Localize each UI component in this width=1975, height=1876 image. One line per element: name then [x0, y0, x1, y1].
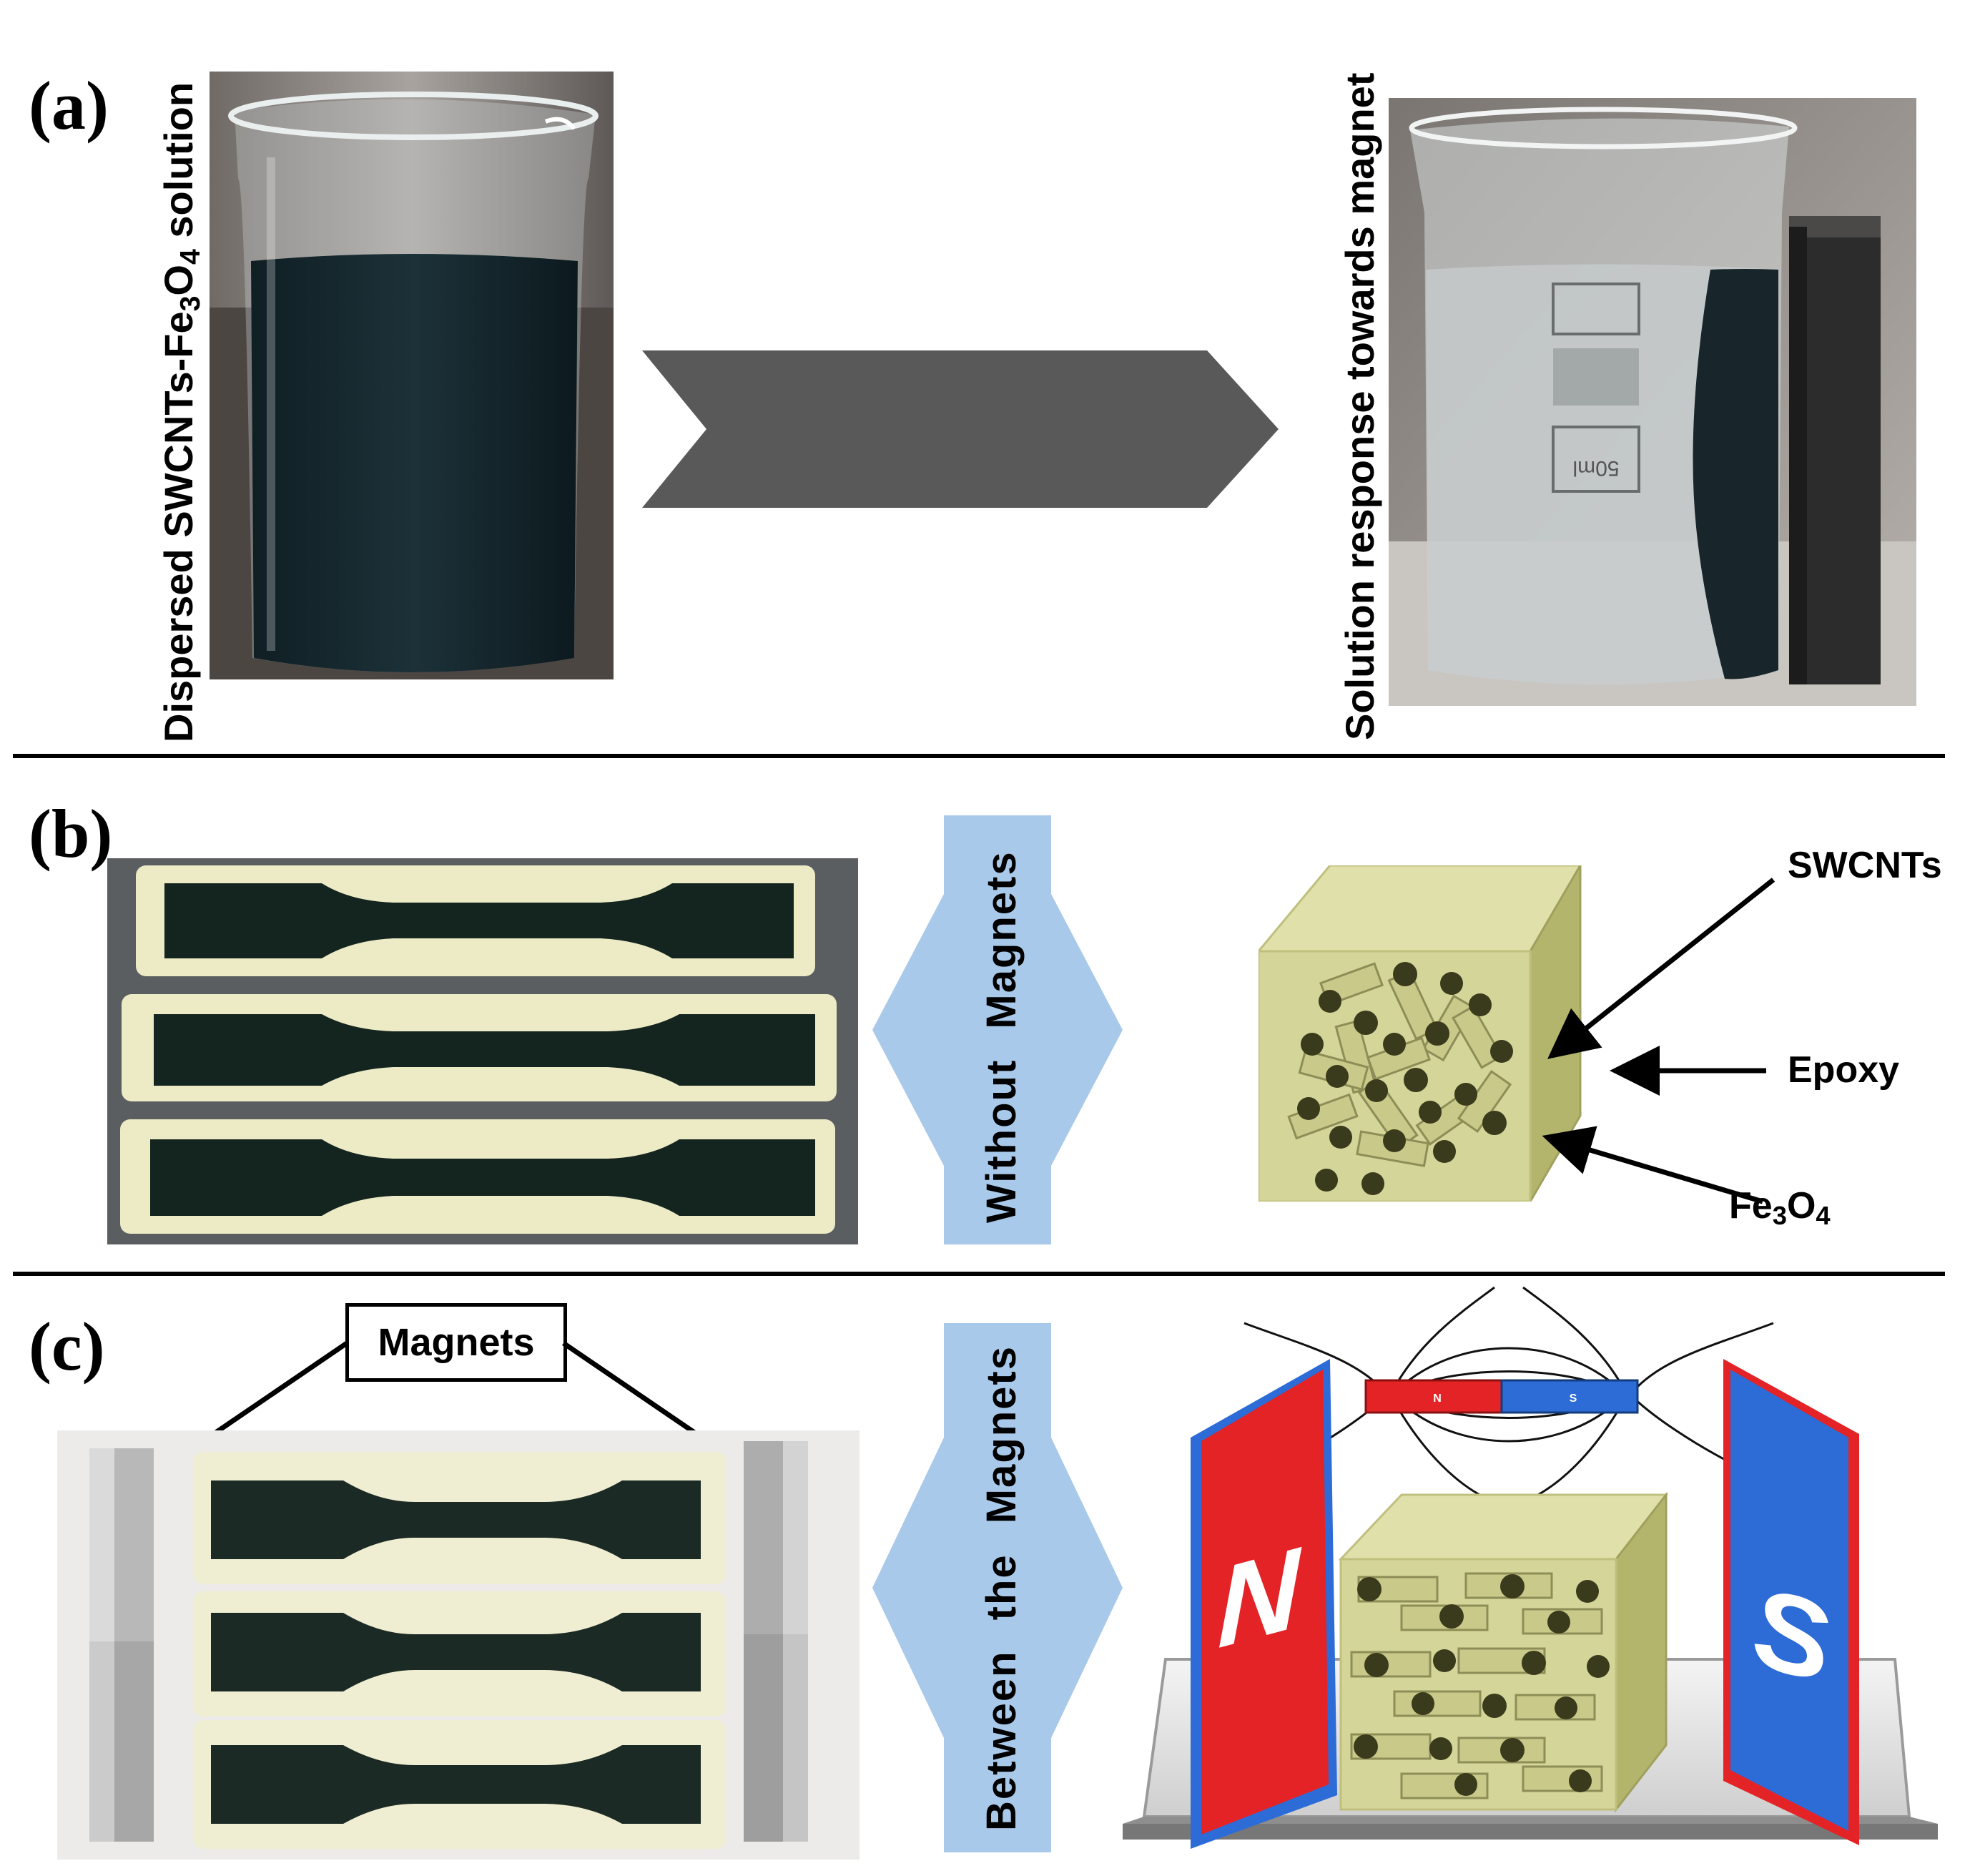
panel-c-label: (c): [29, 1308, 105, 1385]
panel-a-right-caption: Solution response towards magnet: [1337, 72, 1382, 740]
fe3o4-label: Fe3O4: [1729, 1185, 1831, 1231]
divider-1: [13, 754, 1945, 758]
left-magnet-pole-label: N: [1217, 1522, 1302, 1673]
aligned-dispersion-diagram: N S N S: [1123, 1286, 1938, 1849]
swcnts-label: SWCNTs: [1788, 845, 1942, 886]
specimens-no-magnet-photo: [107, 858, 858, 1244]
bar-magnet-n-label: N: [1433, 1393, 1442, 1405]
specimens-with-magnets-photo: [57, 1430, 860, 1860]
panel-b-label: (b): [29, 795, 113, 872]
panel-a-left-caption: Dispersed SWCNTs-Fe3O4 solution: [156, 82, 206, 742]
panel-b-callout-arrows: [1542, 878, 1775, 1204]
random-dispersion-cube-diagram: [1259, 865, 1582, 1202]
right-magnet-pole-label: S: [1753, 1561, 1830, 1709]
divider-2: [13, 1272, 1945, 1276]
between-magnets-double-arrow-icon: [872, 1323, 1123, 1852]
magnets-label-box: Magnets: [345, 1303, 567, 1382]
epoxy-label: Epoxy: [1788, 1049, 1900, 1091]
between-magnets-label: Between the Magnets: [978, 1345, 1025, 1831]
without-magnets-double-arrow-icon: [872, 815, 1123, 1244]
bar-magnet-s-label: S: [1570, 1393, 1577, 1405]
beaker-dark-photo: [210, 72, 614, 679]
without-magnets-label: Without Magnets: [978, 850, 1025, 1223]
process-arrow-icon: [642, 350, 1279, 508]
beaker-volume-mark: 50ml: [1572, 456, 1619, 480]
beaker-magnet-photo: 50ml: [1389, 98, 1916, 706]
panel-a-label: (a): [29, 67, 109, 144]
